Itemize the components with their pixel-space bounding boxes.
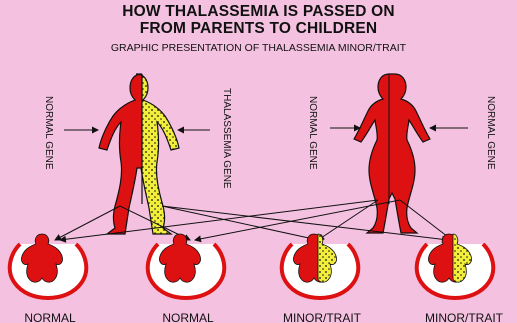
- child-3-figure: [282, 234, 359, 298]
- mother-right-gene-label: NORMAL GENE: [485, 96, 496, 170]
- child-1-figure: [10, 234, 87, 298]
- father-right-gene-label: THALASSEMIA GENE: [221, 88, 232, 189]
- child-4-figure: [417, 234, 494, 298]
- child-2-figure: [148, 234, 225, 298]
- child-3-label: MINOR/TRAIT: [262, 311, 382, 323]
- father-left-gene-label: NORMAL GENE: [43, 96, 54, 170]
- child-2-label: NORMAL: [128, 311, 248, 323]
- children-layer: [10, 234, 494, 298]
- mother-figure: [354, 74, 430, 233]
- father-figure: [99, 74, 179, 234]
- child-4-label: MINOR/TRAIT: [404, 311, 517, 323]
- child-1-label: NORMAL: [0, 311, 110, 323]
- mother-left-gene-label: NORMAL GENE: [307, 96, 318, 170]
